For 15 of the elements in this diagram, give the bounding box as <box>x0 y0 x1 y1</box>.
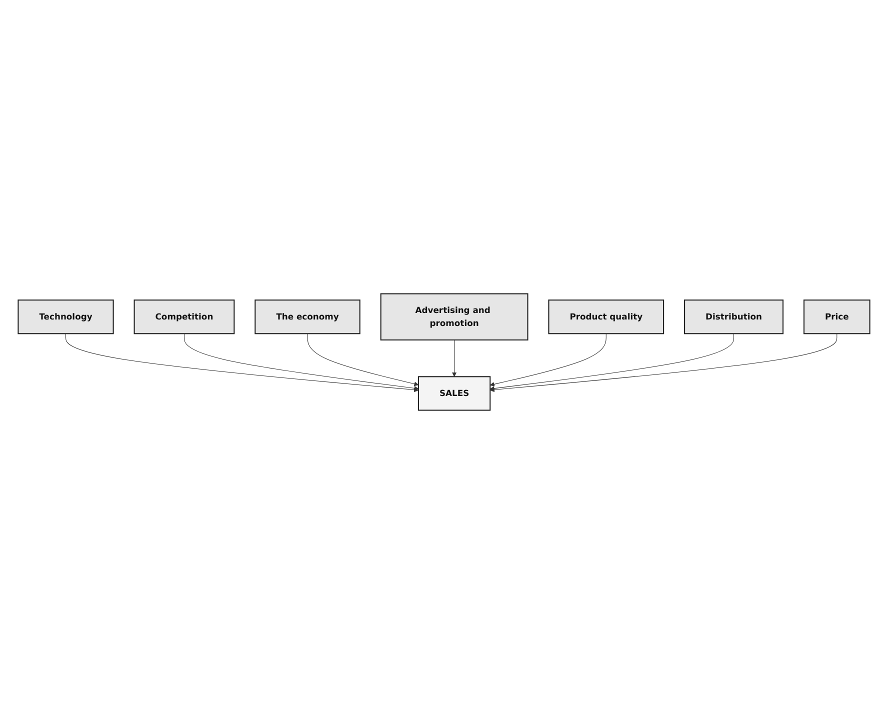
node-box: Technology <box>18 300 114 334</box>
arrow <box>452 340 457 377</box>
node-box: Product quality <box>548 300 664 334</box>
arrow <box>65 333 419 392</box>
node-box: Advertising and promotion <box>380 293 528 340</box>
node-box: The economy <box>254 300 360 334</box>
node-box: Distribution <box>684 300 784 334</box>
node-box: SALES <box>418 376 491 411</box>
arrow <box>490 333 734 391</box>
arrow <box>490 333 838 392</box>
arrow <box>307 333 419 386</box>
arrow <box>184 333 419 391</box>
node-box: Competition <box>134 300 235 334</box>
arrow <box>490 333 606 386</box>
node-box: Price <box>803 300 870 334</box>
